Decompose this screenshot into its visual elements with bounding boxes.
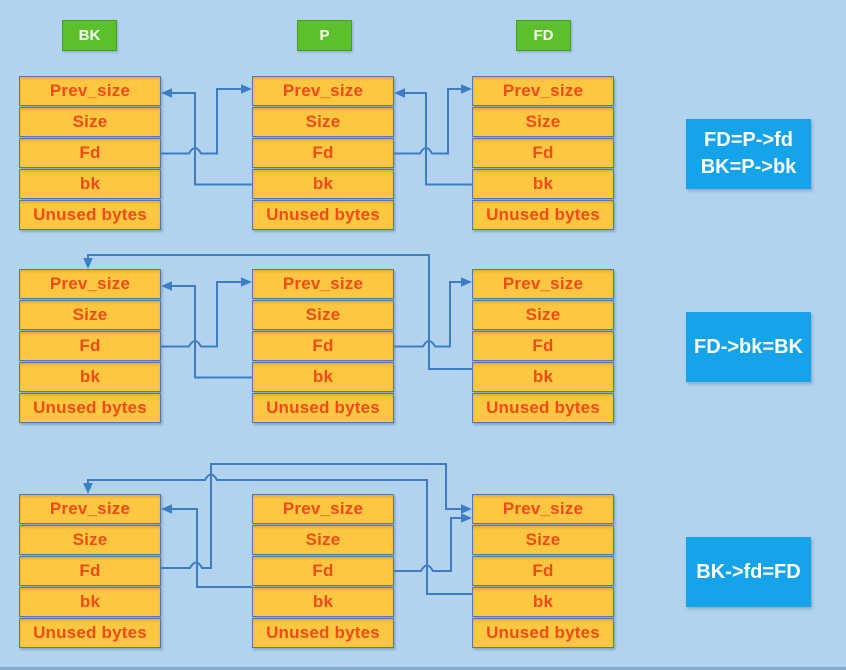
badge-fd: FD bbox=[516, 20, 571, 51]
chunk-cell-fd: Fd bbox=[252, 331, 394, 361]
chunk-cell-size: Size bbox=[252, 300, 394, 330]
chunk-cell-fd: Fd bbox=[472, 331, 614, 361]
step-label-unlink-assign: FD=P->fd BK=P->bk bbox=[686, 119, 811, 189]
chunk-fd-row3: Prev_size Size Fd bk Unused bytes bbox=[472, 494, 614, 649]
chunk-cell-fd: Fd bbox=[252, 138, 394, 168]
chunk-p-row1: Prev_size Size Fd bk Unused bytes bbox=[252, 76, 394, 231]
chunk-cell-fd: Fd bbox=[472, 556, 614, 586]
chunk-cell-size: Size bbox=[19, 107, 161, 137]
step-label-fd-bk: FD->bk=BK bbox=[686, 312, 811, 382]
chunk-bk-row2: Prev_size Size Fd bk Unused bytes bbox=[19, 269, 161, 424]
chunk-cell-size: Size bbox=[472, 300, 614, 330]
chunk-bk-row3: Prev_size Size Fd bk Unused bytes bbox=[19, 494, 161, 649]
chunk-cell-size: Size bbox=[252, 107, 394, 137]
chunk-cell-prev-size: Prev_size bbox=[252, 494, 394, 524]
badge-bk: BK bbox=[62, 20, 117, 51]
step-line: BK=P->bk bbox=[700, 156, 797, 178]
chunk-cell-size: Size bbox=[19, 300, 161, 330]
arrow-row2-p-fd-to-fd bbox=[394, 277, 472, 348]
chunk-cell-prev-size: Prev_size bbox=[19, 269, 161, 299]
chunk-cell-unused: Unused bytes bbox=[19, 393, 161, 423]
chunk-cell-prev-size: Prev_size bbox=[252, 269, 394, 299]
step-line: FD->bk=BK bbox=[694, 335, 803, 358]
chunk-cell-size: Size bbox=[252, 525, 394, 555]
arrow-row1-bk-fd-to-p bbox=[161, 84, 252, 155]
chunk-cell-size: Size bbox=[472, 107, 614, 137]
chunk-cell-prev-size: Prev_size bbox=[19, 76, 161, 106]
bottom-edge-divider bbox=[0, 667, 846, 670]
chunk-cell-unused: Unused bytes bbox=[19, 200, 161, 230]
chunk-cell-bk: bk bbox=[252, 362, 394, 392]
chunk-cell-prev-size: Prev_size bbox=[472, 76, 614, 106]
chunk-cell-bk: bk bbox=[472, 362, 614, 392]
chunk-cell-fd: Fd bbox=[472, 138, 614, 168]
chunk-cell-fd: Fd bbox=[19, 138, 161, 168]
arrow-row1-fd-bk-to-p bbox=[394, 88, 472, 186]
chunk-cell-bk: bk bbox=[472, 587, 614, 617]
chunk-cell-bk: bk bbox=[472, 169, 614, 199]
chunk-cell-prev-size: Prev_size bbox=[252, 76, 394, 106]
step-line: FD=P->fd bbox=[704, 129, 793, 151]
badge-p: P bbox=[297, 20, 352, 51]
chunk-fd-row2: Prev_size Size Fd bk Unused bytes bbox=[472, 269, 614, 424]
chunk-cell-bk: bk bbox=[252, 169, 394, 199]
arrow-row2-p-bk-to-bk bbox=[161, 281, 252, 379]
chunk-fd-row1: Prev_size Size Fd bk Unused bytes bbox=[472, 76, 614, 231]
step-line: BK->fd=FD bbox=[696, 560, 801, 583]
chunk-cell-bk: bk bbox=[252, 587, 394, 617]
step-label-bk-fd: BK->fd=FD bbox=[686, 537, 811, 607]
chunk-cell-prev-size: Prev_size bbox=[19, 494, 161, 524]
chunk-cell-bk: bk bbox=[19, 362, 161, 392]
chunk-cell-bk: bk bbox=[19, 169, 161, 199]
arrow-row2-bk-fd-to-p bbox=[161, 277, 252, 348]
chunk-cell-unused: Unused bytes bbox=[472, 393, 614, 423]
chunk-cell-bk: bk bbox=[19, 587, 161, 617]
chunk-p-row2: Prev_size Size Fd bk Unused bytes bbox=[252, 269, 394, 424]
chunk-cell-unused: Unused bytes bbox=[472, 618, 614, 648]
chunk-cell-prev-size: Prev_size bbox=[472, 269, 614, 299]
chunk-cell-prev-size: Prev_size bbox=[472, 494, 614, 524]
chunk-cell-size: Size bbox=[472, 525, 614, 555]
chunk-cell-unused: Unused bytes bbox=[19, 618, 161, 648]
arrow-row3-p-fd-to-fd bbox=[394, 513, 472, 572]
chunk-cell-unused: Unused bytes bbox=[472, 200, 614, 230]
chunk-cell-fd: Fd bbox=[252, 556, 394, 586]
chunk-cell-fd: Fd bbox=[19, 556, 161, 586]
chunk-cell-unused: Unused bytes bbox=[252, 200, 394, 230]
chunk-p-row3: Prev_size Size Fd bk Unused bytes bbox=[252, 494, 394, 649]
arrow-row3-p-bk-to-bk bbox=[161, 504, 252, 588]
chunk-cell-fd: Fd bbox=[19, 331, 161, 361]
arrow-row1-p-fd-to-fd bbox=[394, 84, 472, 155]
chunk-cell-size: Size bbox=[19, 525, 161, 555]
chunk-cell-unused: Unused bytes bbox=[252, 393, 394, 423]
chunk-cell-unused: Unused bytes bbox=[252, 618, 394, 648]
arrow-row1-p-bk-to-bk bbox=[161, 88, 252, 186]
chunk-bk-row1: Prev_size Size Fd bk Unused bytes bbox=[19, 76, 161, 231]
